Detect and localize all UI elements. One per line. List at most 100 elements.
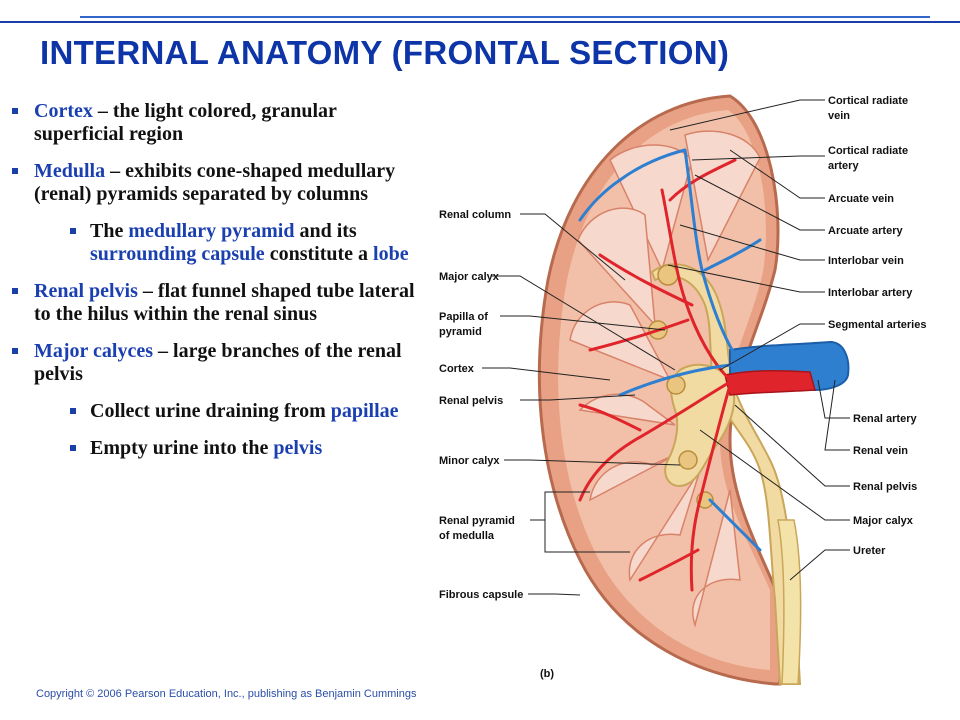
leader-line [824, 379, 850, 451]
leader-line [789, 549, 850, 581]
pyramid-shape [589, 449, 686, 502]
segmental-artery-line [578, 380, 732, 502]
arcuate-artery-line [638, 548, 700, 582]
leader-line [729, 149, 825, 199]
interlobar-vein-line [683, 148, 737, 357]
bullet-marker [12, 108, 18, 114]
bullet-text: Collect urine draining from [90, 400, 331, 422]
arcuate-vein-line [708, 498, 762, 552]
leader-line [530, 491, 590, 521]
label-interlobar-vein: Interlobar vein [828, 255, 904, 267]
leader-line [719, 323, 825, 371]
bullet-medulla: Medulla – exhibits cone-shaped medullary… [10, 160, 428, 206]
label-minor-calyx: Minor calyx [439, 455, 500, 467]
arcuate-vein-line [703, 238, 762, 272]
kidney-illustration [537, 94, 850, 686]
leader-line [544, 520, 630, 553]
bullet-marker [12, 288, 18, 294]
bullet-text: – exhibits cone-shaped medullary (renal)… [34, 160, 396, 205]
bullet-text: – flat funnel shaped tube lateral to the… [34, 280, 415, 325]
cortical-radiate-vein-line [578, 178, 622, 222]
pyramid-shape [692, 489, 741, 628]
label-cortex: Cortex [439, 363, 475, 375]
leader-line [679, 224, 825, 261]
leader-line [492, 275, 676, 371]
label-renal-column: Renal column [439, 209, 511, 221]
bullet-renal-pelvis: Renal pelvis – flat funnel shaped tube l… [10, 280, 428, 326]
label-renal-vein: Renal vein [853, 445, 908, 457]
keyword-surrounding-capsule: surrounding capsule [90, 243, 265, 265]
leader-line [520, 213, 626, 281]
label-interlobar-artery: Interlobar artery [828, 287, 913, 299]
leader-line [500, 315, 666, 331]
leader-line [520, 394, 636, 401]
bullet-marker [70, 228, 76, 234]
top-rule-accent [80, 16, 930, 18]
keyword-papillae: papillae [330, 400, 399, 422]
bullet-lobe: The medullary pyramid and its surroundin… [10, 220, 428, 266]
bullet-major-calyces: Major calyces – large branches of the re… [10, 340, 428, 386]
leader-line [699, 429, 850, 521]
copyright-notice: Copyright © 2006 Pearson Education, Inc.… [36, 688, 417, 700]
page-title: INTERNAL ANATOMY (FRONTAL SECTION) [40, 34, 730, 71]
bullet-collect-urine: Collect urine draining from papillae [10, 400, 428, 423]
label-ureter: Ureter [853, 545, 886, 557]
keyword-pelvis: pelvis [273, 437, 323, 459]
bullet-text: – large branches of the renal pelvis [34, 340, 402, 385]
label-segmental-arteries: Segmental arteries [828, 319, 926, 331]
leader-line [504, 459, 681, 466]
label-renal-artery: Renal artery [853, 413, 917, 425]
keyword-major-calyces: Major calyces [34, 340, 154, 362]
bullet-marker [12, 168, 18, 174]
minor-calyx-shape [657, 264, 679, 286]
leader-line [694, 174, 825, 231]
label-arcuate-artery: Arcuate artery [828, 225, 903, 237]
arcuate-vein-line [618, 148, 687, 182]
leader-line [482, 367, 611, 381]
keyword-medullary-pyramid: medullary pyramid [128, 220, 295, 242]
pyramid-shape [628, 469, 701, 583]
interlobar-artery-line [588, 318, 690, 352]
bullet-cortex: Cortex – the light colored, granular sup… [10, 100, 428, 146]
segmental-artery-line [660, 188, 732, 382]
arcuate-artery-line [668, 158, 737, 202]
bullet-empty-urine: Empty urine into the pelvis [10, 437, 428, 460]
leader-line [669, 99, 825, 131]
leader-lines [482, 99, 850, 596]
interlobar-artery-line [598, 253, 694, 307]
keyword-medulla: Medulla [34, 160, 106, 182]
label-renal-pelvis-left: Renal pelvis [439, 395, 503, 407]
label-fibrous-capsule: Fibrous capsule [439, 589, 523, 601]
veins [578, 148, 762, 552]
leader-line [734, 404, 850, 487]
panel-label: (b) [540, 668, 554, 680]
interlobar-vein-line [618, 363, 732, 397]
top-rule [0, 21, 960, 23]
leader-line [691, 155, 825, 161]
keyword-lobe: lobe [373, 243, 409, 265]
label-arcuate-vein: Arcuate vein [828, 193, 894, 205]
bullet-text: Empty urine into the [90, 437, 274, 459]
bullet-text: – the light colored, granular superficia… [34, 100, 337, 145]
bullet-marker [70, 408, 76, 414]
keyword-cortex: Cortex [34, 100, 93, 122]
arcuate-artery-line [578, 403, 642, 432]
bullet-text: and its [294, 220, 357, 242]
leader-line [528, 593, 581, 596]
minor-calyx-shape [678, 450, 698, 470]
label-major-calyx-right: Major calyx [853, 515, 914, 527]
label-renal-pelvis-right: Renal pelvis [853, 481, 917, 493]
keyword-renal-pelvis: Renal pelvis [34, 280, 138, 302]
bullet-list: Cortex – the light colored, granular sup… [10, 100, 428, 474]
renal-artery-shape [724, 370, 816, 396]
bullet-marker [12, 348, 18, 354]
bullet-marker [70, 445, 76, 451]
arteries [578, 158, 737, 592]
leader-line [817, 379, 850, 419]
